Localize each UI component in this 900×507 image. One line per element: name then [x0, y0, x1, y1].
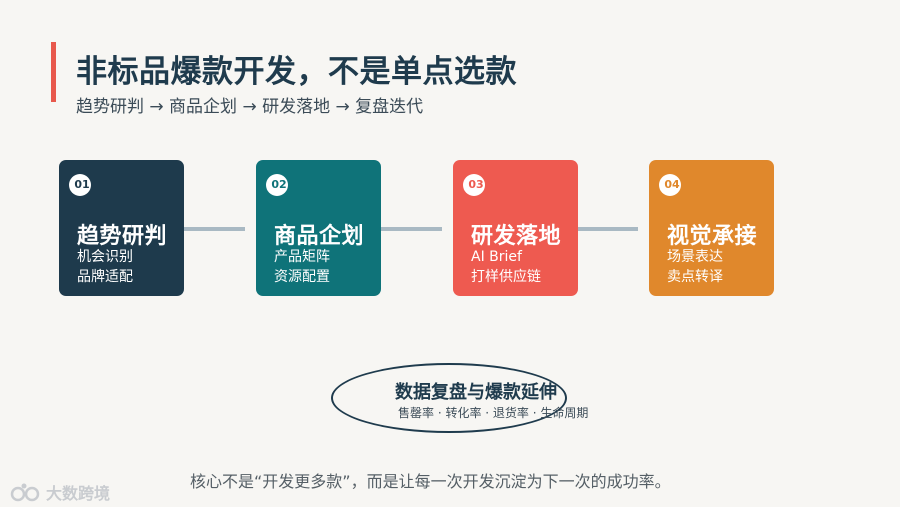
step-detail: 资源配置 [274, 269, 330, 285]
review-loop-title: 数据复盘与爆款延伸 [395, 382, 557, 403]
step-detail: 卖点转译 [667, 269, 723, 285]
step-detail: 机会识别 [77, 249, 133, 265]
brand-logo-icon [10, 483, 40, 502]
step-title: 视觉承接 [667, 224, 758, 249]
footnote: 核心不是“开发更多款”，而是让每一次开发沉淀为下一次的成功率。 [190, 472, 671, 491]
flow-connector-3 [576, 227, 638, 231]
flow-connector-2 [380, 227, 442, 231]
watermark-text: 大数跨境 [46, 484, 111, 503]
step-detail: 打样供应链 [471, 269, 541, 285]
step-number-badge: 02 [266, 174, 288, 196]
step-number-badge: 01 [69, 174, 91, 196]
step-card-development: 03 研发落地 AI Brief 打样供应链 [453, 160, 578, 296]
page-title: 非标品爆款开发，不是单点选款 [76, 54, 517, 90]
step-detail: 场景表达 [667, 249, 723, 265]
page-subtitle: 趋势研判 → 商品企划 → 研发落地 → 复盘迭代 [76, 97, 424, 117]
flow-connector-1 [183, 227, 245, 231]
step-detail: 品牌适配 [77, 269, 133, 285]
step-detail: AI Brief [471, 249, 522, 265]
step-title: 趋势研判 [77, 224, 168, 249]
step-title: 商品企划 [274, 224, 365, 249]
step-number-badge: 03 [463, 174, 485, 196]
step-number-badge: 04 [659, 174, 681, 196]
step-title: 研发落地 [471, 224, 562, 249]
step-detail: 产品矩阵 [274, 249, 330, 265]
step-card-visual: 04 视觉承接 场景表达 卖点转译 [649, 160, 774, 296]
watermark: 大数跨境 [8, 480, 110, 504]
step-card-planning: 02 商品企划 产品矩阵 资源配置 [256, 160, 381, 296]
review-loop-metrics: 售罄率 · 转化率 · 退货率 · 生命周期 [398, 406, 589, 420]
title-accent-bar [51, 42, 56, 102]
step-card-trend: 01 趋势研判 机会识别 品牌适配 [59, 160, 184, 296]
review-loop-ellipse [331, 363, 567, 433]
